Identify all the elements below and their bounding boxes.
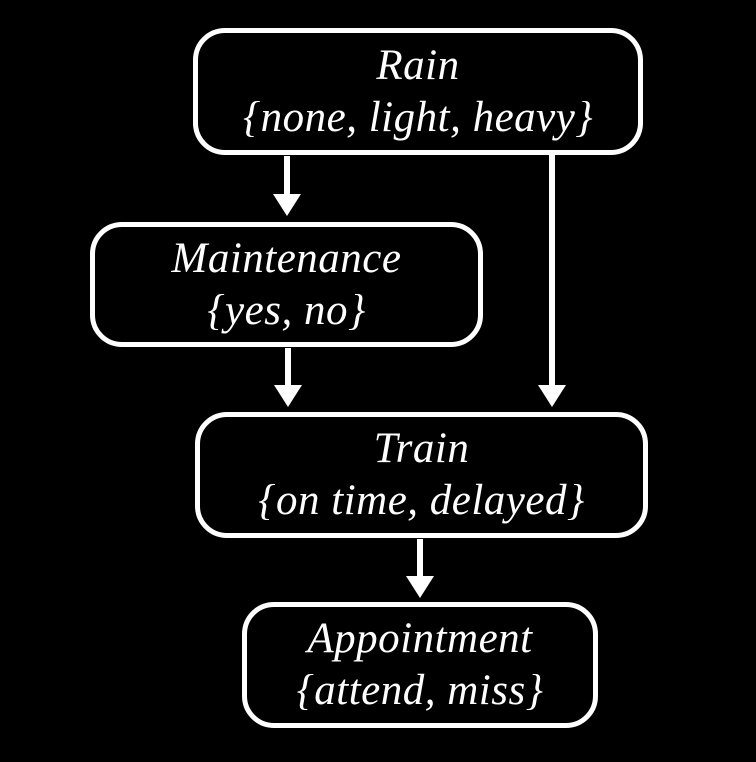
node-train-values: {on time, delayed} (258, 477, 585, 524)
node-maintenance-label: Maintenance (171, 234, 402, 282)
node-train-label: Train (373, 425, 470, 472)
node-appointment: Appointment {attend, miss} (242, 602, 598, 728)
node-train: Train {on time, delayed} (195, 412, 648, 538)
edge-maintenance-to-train-arrowhead-icon (274, 385, 302, 407)
node-appointment-label: Appointment (307, 615, 533, 662)
edge-rain-to-train (538, 154, 566, 407)
node-maintenance-values: {yes, no} (207, 286, 366, 334)
node-rain-values: {none, light, heavy} (242, 93, 594, 141)
edge-train-to-appointment-arrowhead-icon (406, 576, 434, 598)
edge-rain-to-maintenance-arrowhead-icon (273, 194, 301, 216)
node-rain: Rain {none, light, heavy} (193, 28, 643, 155)
edge-train-to-appointment (406, 539, 434, 598)
edge-rain-to-train-arrowhead-icon (538, 385, 566, 407)
edge-rain-to-maintenance (273, 156, 301, 216)
edge-maintenance-to-train (274, 348, 302, 407)
node-maintenance: Maintenance {yes, no} (90, 222, 483, 347)
node-appointment-values: {attend, miss} (296, 667, 544, 714)
node-rain-label: Rain (376, 41, 460, 89)
